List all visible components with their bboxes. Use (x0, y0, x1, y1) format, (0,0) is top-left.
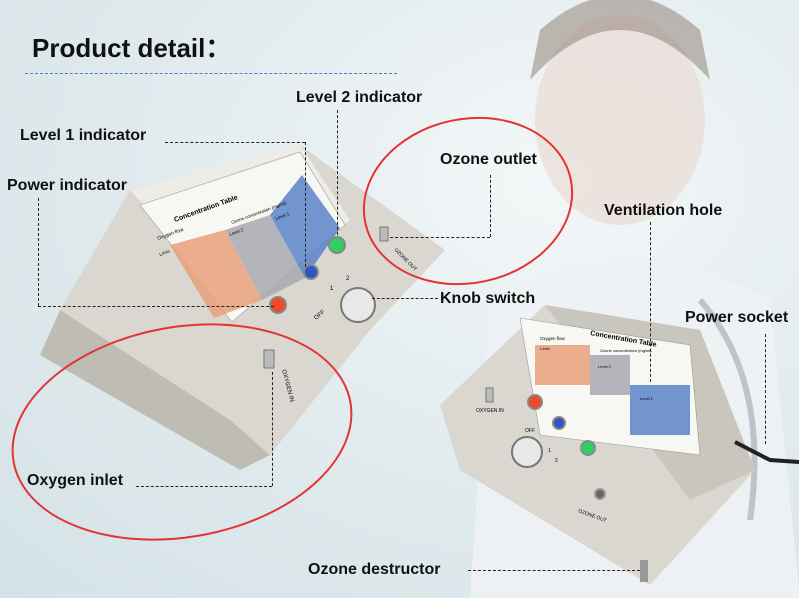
knob-small[interactable] (511, 436, 543, 468)
orange-cells-small (535, 345, 590, 385)
leader-ozone-outlet-v (490, 175, 491, 237)
knob-2-small: 2 (555, 458, 558, 464)
label-ozone-destructor: Ozone destructor (308, 561, 441, 578)
label-level1-indicator: Level 1 indicator (20, 127, 147, 144)
gray-cells (225, 215, 305, 300)
knob-1-large: 1 (330, 286, 334, 292)
led-red-small (527, 394, 543, 410)
leader-knob (372, 298, 438, 299)
label-power-socket: Power socket (685, 309, 789, 326)
label-oxygen-inlet: Oxygen inlet (27, 472, 124, 489)
ozone-port-large (379, 226, 389, 242)
power-cable (734, 440, 799, 464)
label-knob-switch: Knob switch (440, 290, 536, 307)
label-ozone-outlet: Ozone outlet (440, 151, 537, 168)
ozone-destructor-part (640, 560, 648, 582)
leader-power-v (38, 198, 39, 306)
leader-oxygen-h (136, 486, 272, 487)
ozone-port-small (594, 488, 606, 500)
blue-cells-small (630, 385, 690, 435)
knob-large[interactable] (340, 287, 376, 323)
leader-ozone-destructor (468, 570, 640, 571)
oxygen-port-small (485, 387, 494, 403)
leader-ventilation (650, 222, 651, 382)
col-oxygen-flow-small: Oxygen flow (540, 336, 566, 341)
knob-1-small: 1 (548, 448, 551, 454)
page-title: Product detail： (32, 33, 232, 63)
led-blue-small (552, 416, 566, 430)
col-ozone-conc-small: Ozone concentration (mg/ml) (600, 348, 652, 353)
oxygen-port-large (263, 349, 275, 369)
led-blue-large (303, 264, 319, 280)
leader-oxygen-v (272, 372, 273, 486)
flow-unit-small: L/min (540, 346, 550, 351)
title-divider (25, 73, 397, 74)
leader-level2 (337, 110, 338, 235)
leader-power-h (38, 306, 274, 307)
col-level1-small: Level 1 (640, 396, 654, 401)
flow-unit-large: L/min (159, 248, 172, 257)
col-level2-small: Level 2 (598, 364, 612, 369)
gray-cells-small (590, 355, 630, 395)
label-ventilation-hole: Ventilation hole (604, 202, 723, 219)
knob-2-large: 2 (346, 276, 350, 282)
col-level2-large: Level 2 (229, 227, 245, 237)
leader-level1-h (165, 142, 305, 143)
oxygen-port-label-small: OXYGEN IN (476, 408, 504, 414)
leader-ozone-outlet-h (390, 237, 490, 238)
label-level2-indicator: Level 2 indicator (296, 89, 423, 106)
led-red-large (269, 296, 287, 314)
orange-cells (170, 230, 262, 318)
label-power-indicator: Power indicator (7, 177, 128, 194)
leader-power-socket (765, 334, 766, 444)
col-level1-large: Level 1 (275, 211, 291, 221)
knob-off-small: OFF (525, 428, 535, 434)
led-green-small (580, 440, 596, 456)
leader-level1-v (305, 142, 306, 267)
led-green-large (328, 236, 346, 254)
